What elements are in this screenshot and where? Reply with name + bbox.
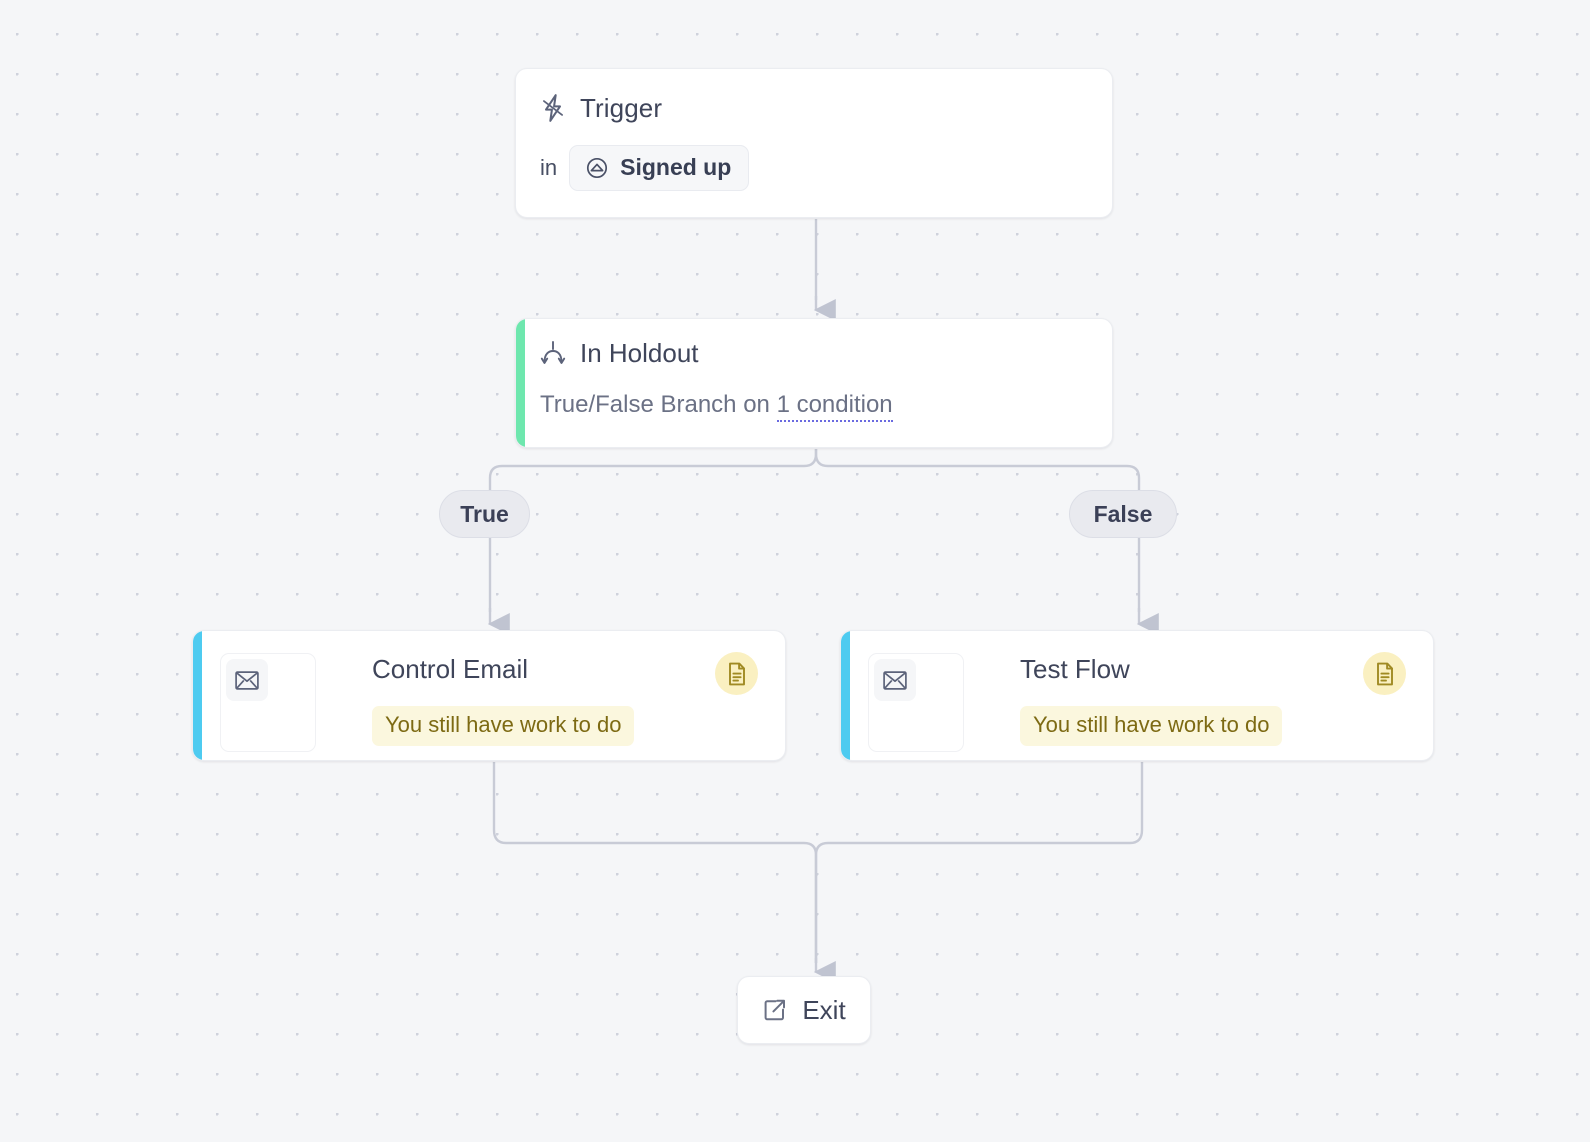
email-title: Test Flow [1020,654,1130,684]
holdout-header: In Holdout [540,335,1088,371]
node-accent-bar [193,631,202,760]
email-title: Control Email [372,654,529,684]
exit-node[interactable]: Exit [737,976,871,1044]
exit-label: Exit [802,994,846,1025]
email-thumbnail[interactable] [220,653,316,752]
segment-circle-icon [585,156,609,180]
trigger-in-label: in [540,155,558,180]
holdout-description: True/False Branch on 1 condition [540,391,1088,422]
external-link-icon [762,997,788,1023]
trigger-header: Trigger [540,89,1088,127]
control-email-node[interactable]: Control Email You still have work to do [192,630,786,761]
holdout-condition-link[interactable]: 1 condition [776,391,893,422]
document-icon[interactable] [1363,652,1406,695]
branch-label-false[interactable]: False [1069,490,1177,538]
node-accent-bar [841,631,850,760]
trigger-event-chip[interactable]: Signed up [569,145,750,191]
envelope-icon [874,659,916,701]
holdout-branch-node[interactable]: In Holdout True/False Branch on 1 condit… [515,318,1113,448]
status-badge: You still have work to do [372,705,635,746]
holdout-description-prefix: True/False Branch on [540,391,777,418]
trigger-node[interactable]: Trigger in Signed up [515,68,1113,218]
test-flow-node[interactable]: Test Flow You still have work to do [840,630,1434,761]
node-accent-bar [516,319,525,447]
email-thumbnail[interactable] [868,653,964,752]
trigger-condition-row: in Signed up [540,145,1088,191]
lightning-bolt-icon [540,93,566,123]
branch-label-true[interactable]: True [439,490,530,538]
status-badge: You still have work to do [1020,705,1283,746]
holdout-title: In Holdout [580,337,699,368]
trigger-chip-label: Signed up [620,154,732,180]
envelope-icon [226,659,268,701]
trigger-title: Trigger [580,92,663,123]
branch-fork-icon [540,339,566,367]
document-icon[interactable] [715,652,758,695]
